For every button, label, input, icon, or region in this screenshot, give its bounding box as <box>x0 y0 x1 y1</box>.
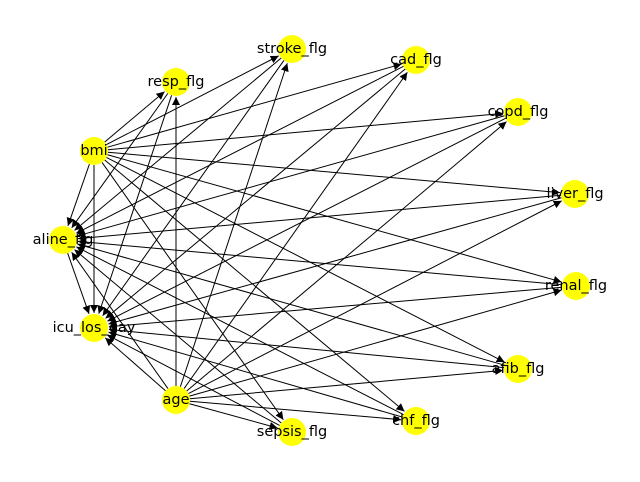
node-circle-resp_flg <box>162 68 190 96</box>
node-cad_flg: cad_flg <box>390 46 442 74</box>
node-label-stroke_flg: stroke_flg <box>257 41 327 57</box>
edge-age-to-icu_los_day <box>104 337 166 392</box>
node-circle-stroke_flg <box>278 35 306 63</box>
edge-resp_flg-to-aline_flg <box>71 93 169 229</box>
edges-layer <box>66 55 563 430</box>
edge-age-to-afib_flg <box>189 367 504 400</box>
edge-copd_flg-to-icu_los_day <box>107 117 506 322</box>
node-circle-afib_flg <box>504 355 532 383</box>
edge-aline_flg-to-icu_los_day <box>67 253 91 315</box>
node-circle-icu_los_day <box>80 314 108 342</box>
edge-liver_flg-to-icu_los_day <box>108 197 562 326</box>
node-label-liver_flg: liver_flg <box>546 186 603 202</box>
edge-bmi-to-afib_flg <box>106 156 505 363</box>
edge-cad_flg-to-icu_los_day <box>105 68 406 319</box>
node-label-afib_flg: afib_flg <box>492 361 545 377</box>
node-circle-bmi <box>80 137 108 165</box>
node-aline_flg: aline_flg <box>33 226 94 254</box>
node-label-copd_flg: copd_flg <box>488 104 549 120</box>
node-circle-aline_flg <box>49 226 77 254</box>
edge-age-to-liver_flg <box>188 200 562 395</box>
edge-liver_flg-to-aline_flg <box>77 194 562 242</box>
node-circle-copd_flg <box>504 98 532 126</box>
node-circle-liver_flg <box>561 180 589 208</box>
node-label-cad_flg: cad_flg <box>390 52 442 68</box>
edge-bmi-to-aline_flg <box>66 164 90 226</box>
edge-bmi-to-chf_flg <box>104 159 405 412</box>
edge-age-to-chf_flg <box>189 400 402 423</box>
node-liver_flg: liver_flg <box>546 180 604 208</box>
edge-age-to-sepsis_flg <box>189 403 278 430</box>
node-renal_flg: renal_flg <box>545 272 607 300</box>
node-stroke_flg: stroke_flg <box>257 35 327 63</box>
node-circle-renal_flg <box>562 272 590 300</box>
edge-bmi-to-renal_flg <box>107 154 562 284</box>
node-circle-chf_flg <box>402 407 430 435</box>
edge-afib_flg-to-icu_los_day <box>108 326 505 369</box>
node-circle-age <box>162 386 190 414</box>
node-circle-sepsis_flg <box>278 418 306 446</box>
edge-resp_flg-to-icu_los_day <box>97 95 173 314</box>
edge-afib_flg-to-aline_flg <box>77 242 505 366</box>
node-age: age <box>162 386 190 414</box>
edge-cad_flg-to-aline_flg <box>76 65 404 234</box>
edge-age-to-renal_flg <box>189 288 562 397</box>
edge-stroke_flg-to-icu_los_day <box>102 60 285 317</box>
edge-age-to-copd_flg <box>186 121 507 392</box>
node-label-sepsis_flg: sepsis_flg <box>257 424 327 440</box>
node-label-bmi: bmi <box>80 143 107 159</box>
node-label-age: age <box>162 392 189 408</box>
edge-renal_flg-to-icu_los_day <box>108 286 563 330</box>
edge-stroke_flg-to-aline_flg <box>74 57 282 231</box>
edge-chf_flg-to-icu_los_day <box>108 330 403 418</box>
node-circle-cad_flg <box>402 46 430 74</box>
edge-bmi-to-copd_flg <box>107 110 504 151</box>
node-label-resp_flg: resp_flg <box>148 74 205 90</box>
node-label-renal_flg: renal_flg <box>545 278 607 294</box>
edge-renal_flg-to-aline_flg <box>77 238 563 286</box>
node-label-icu_los_day: icu_los_day <box>53 320 136 336</box>
node-label-chf_flg: chf_flg <box>392 413 440 429</box>
node-bmi: bmi <box>80 137 108 165</box>
edge-bmi-to-liver_flg <box>107 151 561 196</box>
node-sepsis_flg: sepsis_flg <box>257 418 327 446</box>
edge-chf_flg-to-aline_flg <box>76 246 404 416</box>
edge-bmi-to-sepsis_flg <box>101 162 284 421</box>
node-icu_los_day: icu_los_day <box>53 314 136 342</box>
node-label-aline_flg: aline_flg <box>33 232 94 248</box>
node-copd_flg: copd_flg <box>488 98 549 126</box>
edge-age-to-cad_flg <box>183 71 408 389</box>
edge-sepsis_flg-to-icu_los_day <box>107 334 280 426</box>
edge-bmi-to-resp_flg <box>104 91 165 143</box>
edge-copd_flg-to-aline_flg <box>77 115 505 238</box>
node-afib_flg: afib_flg <box>492 355 545 383</box>
nodes-layer: bmi resp_flg stroke_flg cad_flg copd_flglive… <box>33 35 607 446</box>
node-resp_flg: resp_flg <box>148 68 205 96</box>
edge-bmi-to-cad_flg <box>107 62 402 148</box>
node-chf_flg: chf_flg <box>392 407 440 435</box>
edge-bmi-to-stroke_flg <box>106 55 279 146</box>
